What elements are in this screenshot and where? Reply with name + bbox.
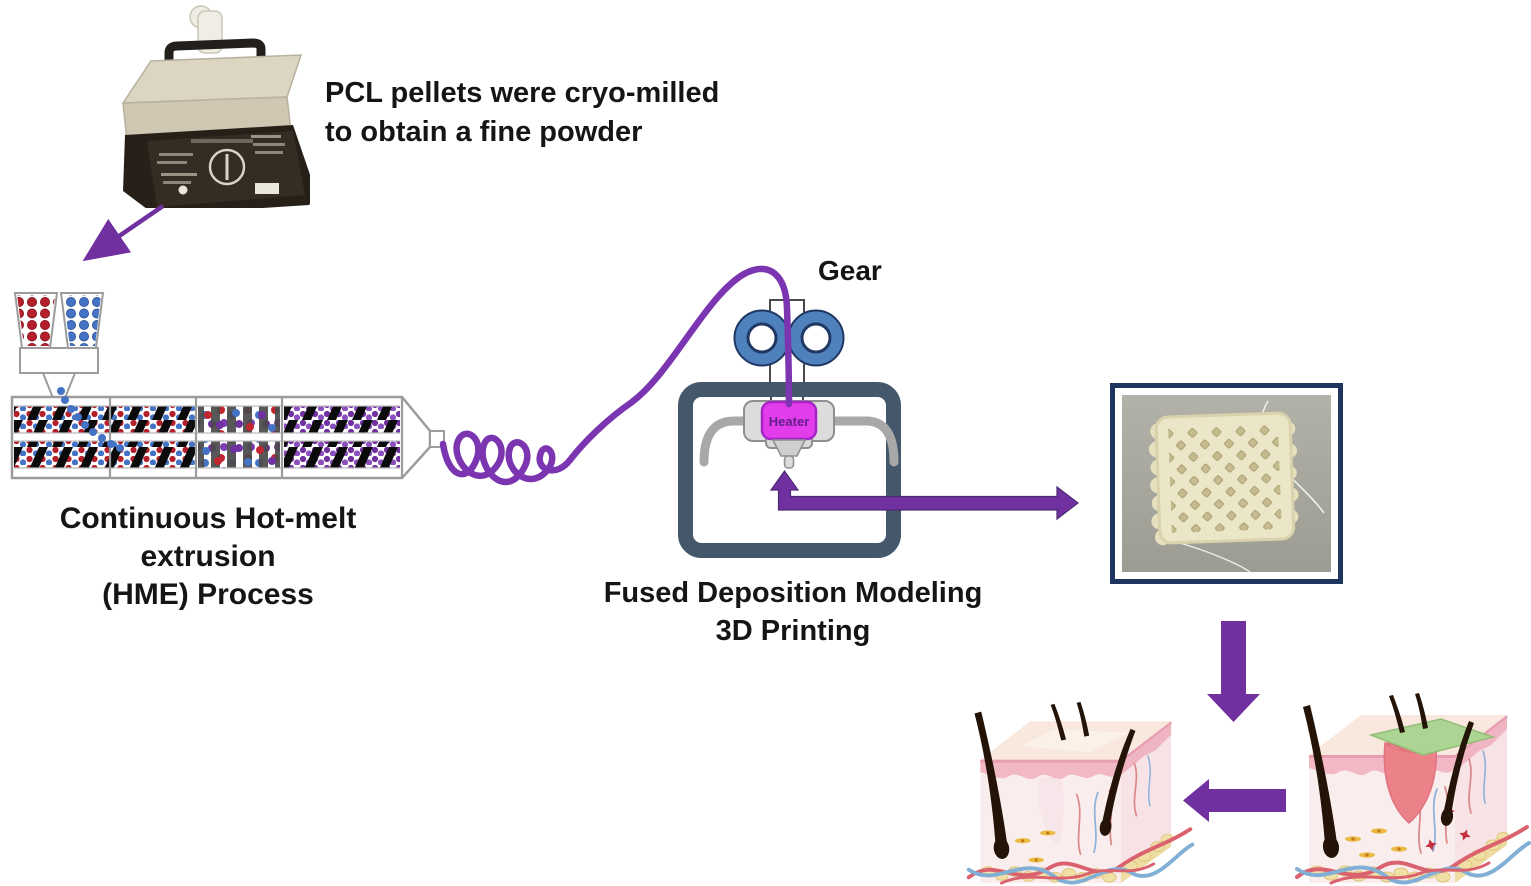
skin-block — [966, 701, 1195, 885]
mill-handle — [164, 38, 266, 70]
skin-to-skin-arrow-icon — [1183, 779, 1286, 822]
healed-surface-mark — [1019, 728, 1129, 753]
red-pellets — [17, 295, 55, 346]
screw-shaft-lines — [14, 405, 400, 469]
heater-block: Heater — [760, 400, 818, 441]
cryomill-to-hopper-arrow-icon — [82, 204, 165, 262]
blue-pellets — [63, 295, 101, 346]
hair-follicles — [1303, 693, 1474, 858]
cryomill-caption-line2: to obtain a fine powder — [325, 116, 643, 148]
heater-label: Heater — [769, 414, 809, 429]
cryomill-caption: PCL pellets were cryo-milled to obtain a… — [325, 74, 719, 152]
scaffold-lattice — [1168, 423, 1282, 533]
cryo-mill-photo — [121, 5, 310, 208]
filament-drive-gears — [733, 309, 845, 367]
gear-label: Gear — [818, 255, 882, 286]
powder-stream — [57, 387, 124, 452]
printed-scaffold — [1148, 411, 1299, 546]
filament-strand — [439, 265, 793, 486]
gear-icon — [733, 309, 791, 367]
hme-caption-line1: Continuous Hot-melt extrusion — [59, 502, 357, 573]
screw-zone-conveying — [14, 406, 196, 468]
gantry-rail — [699, 416, 899, 467]
blood-vessels — [966, 755, 1195, 885]
hme-extruder-illustration — [10, 292, 445, 480]
fdm-caption-line2: 3D Printing — [715, 615, 871, 647]
healed-scar-shadow — [1038, 777, 1064, 847]
wounded-skin-illustration — [1295, 693, 1531, 885]
fdm-caption-line1: Fused Deposition Modeling — [603, 577, 983, 609]
mill-body — [123, 125, 310, 208]
fibroblasts — [1345, 828, 1407, 858]
scaffold-image — [1122, 395, 1331, 572]
printer-to-scaffold-arrow-icon — [769, 469, 1079, 521]
fibroblasts — [1014, 830, 1056, 863]
scaffold-to-skin-arrow-icon — [1207, 621, 1260, 722]
screw-zone-melt — [284, 406, 400, 468]
cryomill-caption-line1: PCL pellets were cryo-milled — [325, 77, 720, 109]
scaffold-photo — [1110, 383, 1343, 584]
mill-dial-icon — [208, 148, 246, 186]
print-nozzle — [771, 439, 807, 469]
fdm-caption: Fused Deposition Modeling 3D Printing — [597, 574, 989, 650]
screw-zone-kneading — [198, 406, 280, 468]
hair-follicles — [974, 701, 1136, 859]
scaffold-patch — [1368, 718, 1496, 756]
gear-icon — [787, 309, 845, 367]
hme-caption: Continuous Hot-melt extrusion (HME) Proc… — [0, 500, 416, 614]
barrel-section-dividers — [108, 397, 404, 478]
stray-thread — [1179, 542, 1251, 572]
hme-caption-line2: (HME) Process — [102, 578, 314, 611]
healed-skin-illustration — [966, 701, 1195, 885]
